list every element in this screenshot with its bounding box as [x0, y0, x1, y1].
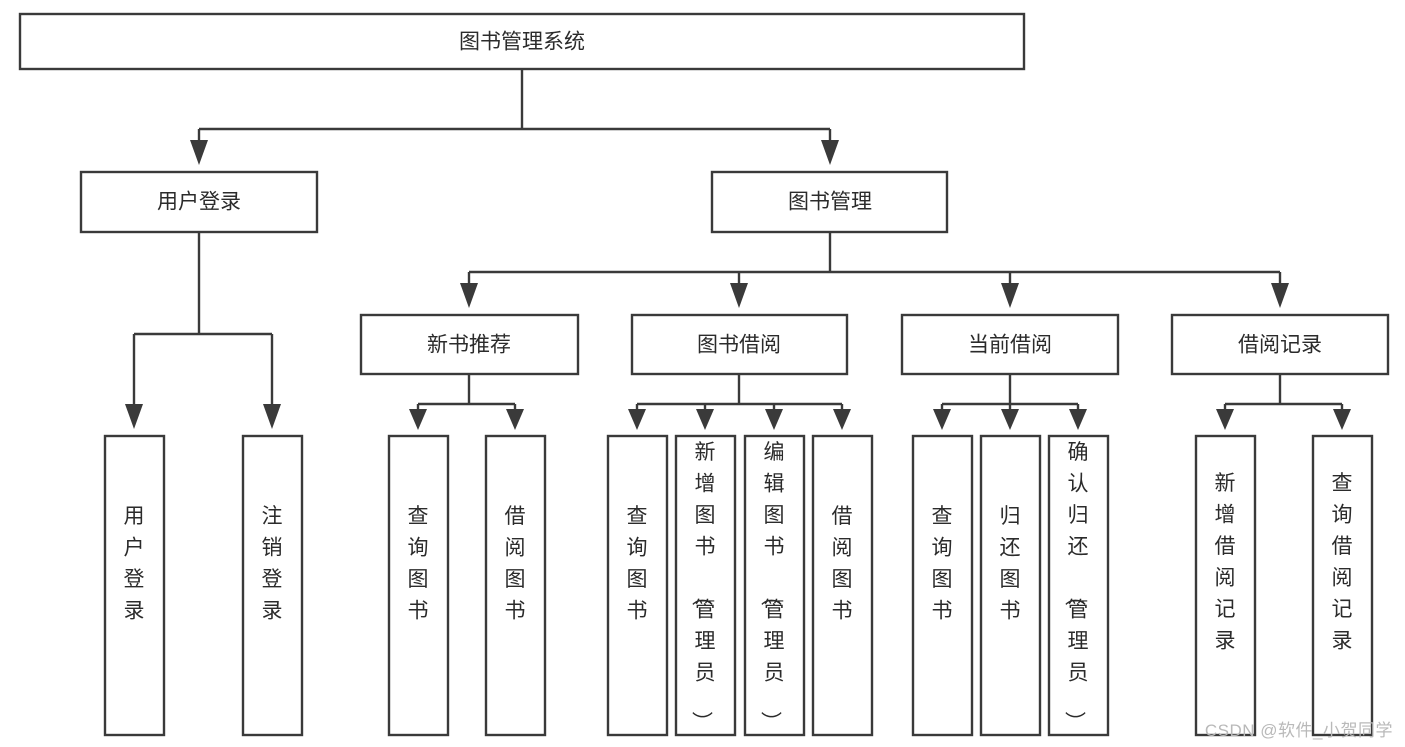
arrowhead-book-mgmt — [821, 140, 839, 165]
leaf-node-add-borrow-record-box[interactable] — [1194, 434, 1257, 737]
arrowhead-rc-leaf2 — [1333, 409, 1351, 430]
leaf-node-add-book-admin[interactable]: 新增图书（管理员） — [674, 434, 737, 737]
node-new-book-recommend[interactable]: 新书推荐 — [359, 313, 580, 376]
leaf-node-query-books-cb[interactable]: 查询图书 — [911, 434, 974, 737]
leaf-node-return-books-box[interactable] — [979, 434, 1042, 737]
arrowhead-br-leaf4 — [833, 409, 851, 430]
leaf-node-borrow-books-br-label: 借阅图书 — [832, 505, 853, 623]
leaf-node-query-books-br[interactable]: 查询图书 — [606, 434, 669, 737]
node-book-management-label: 图书管理 — [788, 191, 872, 214]
leaf-node-query-books-nb[interactable]: 查询图书 — [387, 434, 450, 737]
node-book-borrow-box[interactable] — [630, 313, 849, 376]
arrowhead-ul-leaf1 — [125, 404, 143, 429]
node-borrow-records-box[interactable] — [1170, 313, 1390, 376]
arrowhead-new-books — [460, 283, 478, 308]
node-book-borrow[interactable]: 图书借阅 — [630, 313, 849, 376]
node-book-management[interactable]: 图书管理 — [710, 170, 949, 234]
leaf-node-query-borrow-record-label: 查询借阅记录 — [1332, 472, 1353, 653]
leaf-node-edit-book-admin-label: 编辑图书（管理员） — [759, 441, 785, 732]
leaf-node-borrow-books-nb-label: 借阅图书 — [505, 505, 526, 623]
connector-group-root — [190, 69, 839, 165]
arrowhead-records — [1271, 283, 1289, 308]
arrowhead-cb-leaf1 — [933, 409, 951, 430]
node-current-borrow-label: 当前借阅 — [968, 334, 1052, 357]
leaf-node-user-login-label: 用户登录 — [124, 505, 145, 623]
arrowhead-rc-leaf1 — [1216, 409, 1234, 430]
arrowhead-ul-leaf2 — [263, 404, 281, 429]
leaf-node-add-borrow-record[interactable]: 新增借阅记录 — [1194, 434, 1257, 737]
node-current-borrow-box[interactable] — [900, 313, 1120, 376]
leaf-node-query-books-br-label: 查询图书 — [627, 505, 648, 623]
leaf-node-query-borrow-record[interactable]: 查询借阅记录 — [1311, 434, 1374, 737]
arrowhead-br-leaf3 — [765, 409, 783, 430]
leaf-node-logout-box[interactable] — [241, 434, 304, 737]
leaf-node-query-borrow-record-box[interactable] — [1311, 434, 1374, 737]
leaf-node-add-book-admin-label: 新增图书（管理员） — [690, 441, 716, 732]
arrowhead-cb-leaf2 — [1001, 409, 1019, 430]
leaf-node-add-book-admin-box[interactable] — [674, 434, 737, 737]
leaf-node-borrow-books-br-box[interactable] — [811, 434, 874, 737]
leaf-node-confirm-return-admin[interactable]: 确认归还（管理员） — [1047, 434, 1110, 737]
node-borrow-records-label: 借阅记录 — [1238, 334, 1322, 357]
arrowhead-user-login — [190, 140, 208, 165]
node-user-login-box[interactable] — [79, 170, 319, 234]
connector-group-borrow — [628, 374, 851, 430]
leaf-node-user-login-box[interactable] — [103, 434, 166, 737]
leaf-node-borrow-books-nb[interactable]: 借阅图书 — [484, 434, 547, 737]
leaf-node-query-books-nb-label: 查询图书 — [408, 505, 429, 623]
node-new-book-recommend-label: 新书推荐 — [427, 334, 511, 357]
node-user-login[interactable]: 用户登录 — [79, 170, 319, 234]
arrowhead-current — [1001, 283, 1019, 308]
connector-group-user-login — [125, 232, 281, 429]
arrowhead-br-leaf1 — [628, 409, 646, 430]
leaf-node-user-login[interactable]: 用户登录 — [103, 434, 166, 737]
node-current-borrow[interactable]: 当前借阅 — [900, 313, 1120, 376]
arrowhead-nb-leaf1 — [409, 409, 427, 430]
leaf-node-edit-book-admin[interactable]: 编辑图书（管理员） — [743, 434, 806, 737]
arrowhead-cb-leaf3 — [1069, 409, 1087, 430]
arrowhead-borrow — [730, 283, 748, 308]
node-user-login-label: 用户登录 — [157, 191, 241, 214]
node-book-management-box[interactable] — [710, 170, 949, 234]
leaf-node-return-books-label: 归还图书 — [1000, 505, 1021, 623]
leaf-node-confirm-return-admin-label: 确认归还（管理员） — [1063, 441, 1089, 732]
connector-group-book-mgmt — [460, 232, 1289, 308]
node-borrow-records[interactable]: 借阅记录 — [1170, 313, 1390, 376]
node-book-borrow-label: 图书借阅 — [697, 334, 781, 357]
leaf-node-query-books-br-box[interactable] — [606, 434, 669, 737]
leaf-node-query-books-cb-box[interactable] — [911, 434, 974, 737]
arrowhead-br-leaf2 — [696, 409, 714, 430]
arrowhead-nb-leaf2 — [506, 409, 524, 430]
node-new-book-recommend-box[interactable] — [359, 313, 580, 376]
node-root-system[interactable]: 图书管理系统 — [18, 12, 1026, 71]
leaf-node-query-books-cb-label: 查询图书 — [932, 505, 953, 623]
connector-group-records — [1216, 374, 1351, 430]
csdn-watermark: CSDN @软件_小贺同学 — [1204, 721, 1393, 740]
leaf-node-query-books-nb-box[interactable] — [387, 434, 450, 737]
leaf-node-add-borrow-record-label: 新增借阅记录 — [1215, 472, 1236, 653]
leaf-node-edit-book-admin-box[interactable] — [743, 434, 806, 737]
node-root-system-label: 图书管理系统 — [459, 31, 585, 54]
leaf-node-borrow-books-nb-box[interactable] — [484, 434, 547, 737]
connector-group-current — [933, 374, 1087, 430]
leaf-node-logout-label: 注销登录 — [262, 505, 283, 623]
connector-group-new-books — [409, 374, 524, 430]
leaf-node-return-books[interactable]: 归还图书 — [979, 434, 1042, 737]
leaf-node-logout[interactable]: 注销登录 — [241, 434, 304, 737]
leaf-node-borrow-books-br[interactable]: 借阅图书 — [811, 434, 874, 737]
node-root-system-box[interactable] — [18, 12, 1026, 71]
leaf-node-confirm-return-admin-box[interactable] — [1047, 434, 1110, 737]
